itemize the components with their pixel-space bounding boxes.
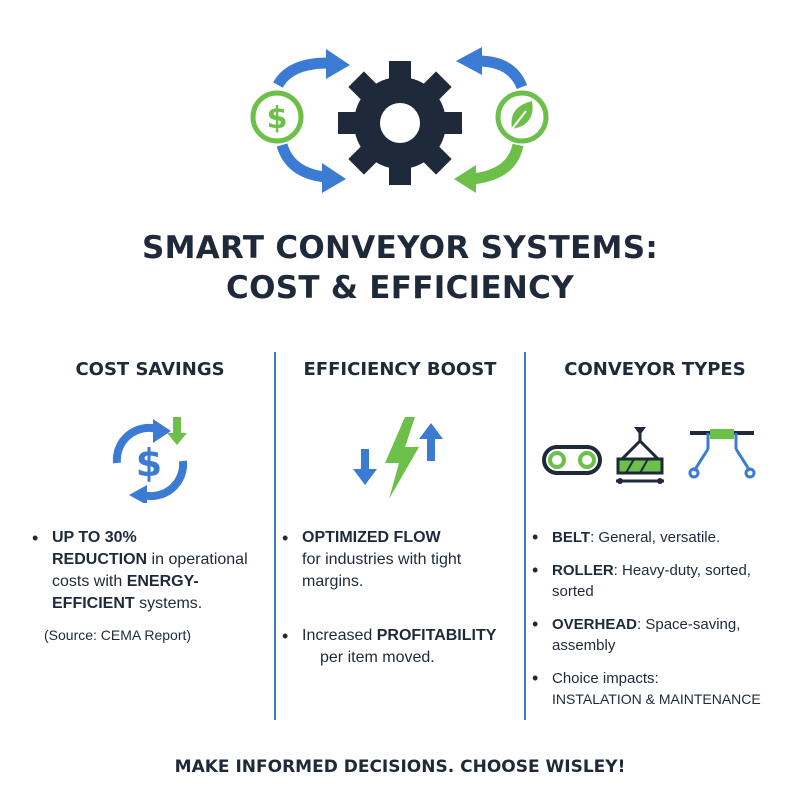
footer-cta: MAKE INFORMED DECISIONS. CHOOSE WISLEY! [174,757,626,777]
cost-highlight: REDUCTION [52,551,148,568]
efficiency-highlight: PROFITABILITY [376,627,497,644]
type-text: : Heavy-duty, sorted, sorted [552,562,751,600]
list-item: UP TO 30% REDUCTION in operational costs… [30,527,270,615]
column-divider [274,352,276,720]
efficiency-text: Increased [302,627,377,644]
conveyor-types-heading: CONVEYOR TYPES [564,359,746,380]
cost-text: in operational costs with [52,551,248,590]
efficiency-heading: EFFICIENCY BOOST [303,359,497,380]
list-item: BELT: General, versatile. [530,527,780,548]
hero-graphic: $ [250,47,549,193]
cost-savings-heading: COST SAVINGS [75,359,225,380]
efficiency-column: EFFICIENCY BOOST OPTIMIZED FLOW for indu… [280,355,520,720]
title-line-2: COST & EFFICIENCY [226,270,574,306]
cost-savings-column: COST SAVINGS $ UP TO 30% REDUCTION in op… [30,355,270,720]
type-text: INSTALATION & MAINTENANCE [552,691,761,707]
list-item: ROLLER: Heavy-duty, sorted, sorted [530,560,780,602]
cost-highlight: UP TO 30% [52,529,137,546]
dollar-coin-icon: $ [250,90,304,144]
svg-text:$: $ [136,441,162,485]
page-title: SMART CONVEYOR SYSTEMS: COST & EFFICIENC… [0,228,800,308]
lightning-arrows-icon [353,416,443,499]
type-text: : Space-saving, assembly [552,616,741,654]
cost-bullet-list: UP TO 30% REDUCTION in operational costs… [30,527,270,615]
cycle-arrow-icon [273,49,350,193]
source-note: (Source: CEMA Report) [44,627,192,643]
conveyor-types-icons [542,426,756,484]
svg-text:$: $ [267,101,288,136]
cost-highlight: ENERGY-EFFICIENT [52,573,199,612]
roller-conveyor-icon [616,426,664,484]
leaf-icon [495,90,549,144]
efficiency-text: per item moved. [320,649,435,666]
dollar-cycle-down-icon: $ [112,416,188,503]
hero-icon-cluster: $ [0,45,800,205]
efficiency-bullet-list: OPTIMIZED FLOW for industries with tight… [280,527,520,669]
list-item: Increased PROFITABILITY per item moved. [280,625,520,669]
overhead-conveyor-icon [688,428,756,478]
list-item: Choice impacts: INSTALATION & MAINTENANCE [530,668,780,710]
type-name: OVERHEAD [552,616,638,633]
efficiency-text: for industries with tight margins. [302,551,462,590]
cost-icon-wrap: $ [30,410,270,505]
type-name: BELT [552,529,591,546]
type-name: ROLLER [552,562,614,579]
conveyor-types-list: BELT: General, versatile. ROLLER: Heavy-… [530,527,780,710]
title-line-1: SMART CONVEYOR SYSTEMS: [141,230,659,266]
list-item: OVERHEAD: Space-saving, assembly [530,614,780,656]
list-item: OPTIMIZED FLOW for industries with tight… [280,527,520,593]
column-divider [524,352,526,720]
type-text: Choice impacts: [552,670,659,687]
cost-text: systems. [134,595,203,612]
type-text: : General, versatile. [590,529,721,546]
efficiency-highlight: OPTIMIZED FLOW [302,529,441,546]
belt-conveyor-icon [542,444,602,475]
types-icon-wrap [530,410,780,505]
gear-icon [338,61,462,185]
efficiency-icon-wrap [280,410,520,505]
conveyor-types-column: CONVEYOR TYPES [530,355,780,720]
